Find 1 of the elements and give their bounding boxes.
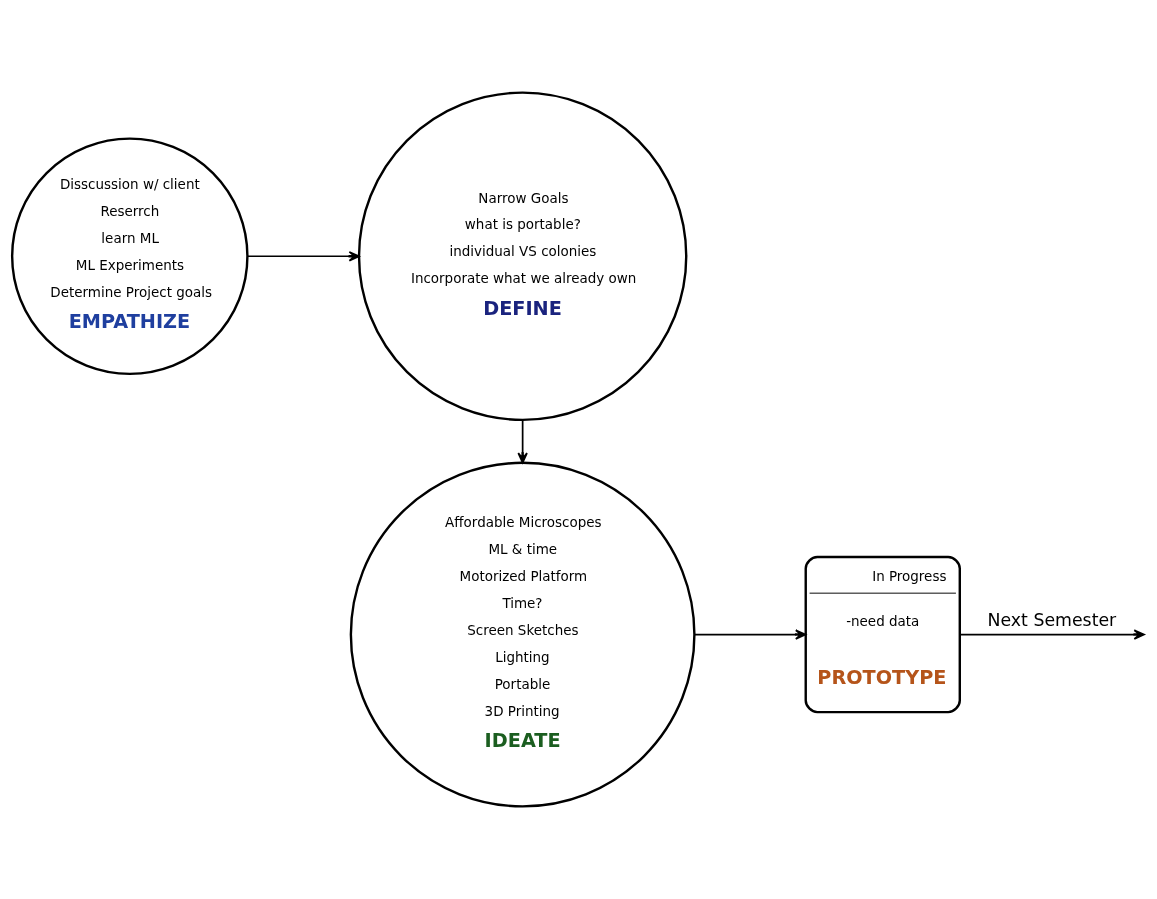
edge-label: Next Semester [987,610,1117,631]
